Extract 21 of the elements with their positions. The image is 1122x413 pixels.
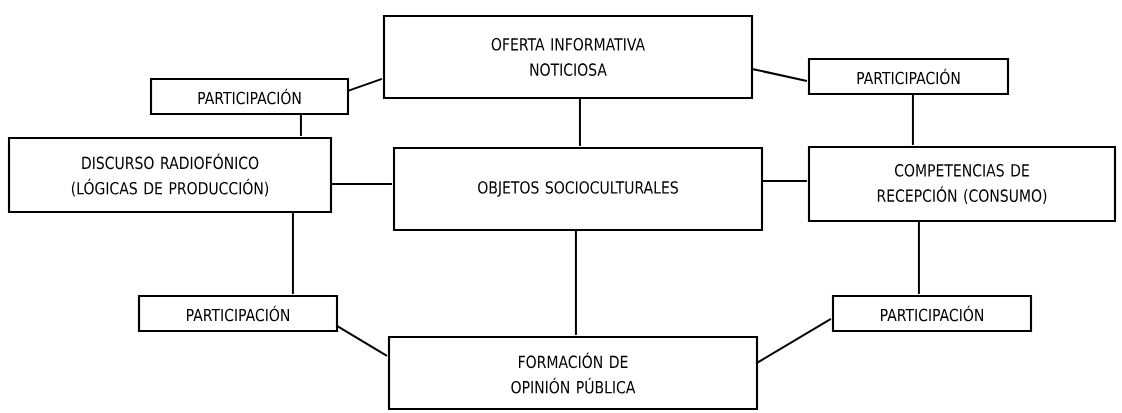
concept-box: OFERTA INFORMATIVA NOTICIOSA — [382, 14, 754, 100]
connector-line — [291, 210, 294, 295]
connector-line — [574, 228, 577, 336]
connector-line — [578, 96, 581, 147]
connector-line — [329, 182, 393, 185]
participation-box: PARTICIPACIÓN — [137, 294, 339, 333]
participation-box: PARTICIPACIÓN — [149, 77, 350, 116]
concept-box: COMPETENCIAS DE RECEPCIÓN (CONSUMO) — [807, 145, 1117, 223]
participation-box: PARTICIPACIÓN — [807, 57, 1010, 96]
participation-box: PARTICIPACIÓN — [831, 294, 1033, 333]
concept-box: DISCURSO RADIOFÓNICO (LÓGICAS DE PRODUCCIÓN) — [7, 136, 333, 214]
connector-line — [911, 92, 914, 146]
connector-line — [917, 219, 920, 295]
connector-line — [299, 112, 302, 137]
connector-line — [750, 67, 808, 82]
connector-line — [335, 324, 388, 357]
connector-line — [760, 179, 808, 182]
connector-line — [346, 77, 383, 92]
concept-box: OBJETOS SOCIOCULTURALES — [392, 146, 764, 232]
connector-line — [755, 317, 832, 364]
concept-box: FORMACIÓN DE OPINIÓN PÚBLICA — [387, 335, 759, 411]
